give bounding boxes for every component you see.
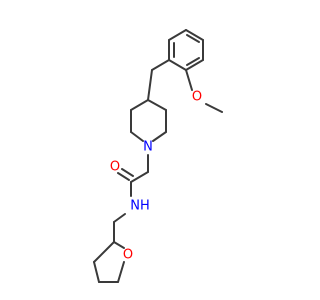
double-bond	[117, 172, 130, 181]
amide-nitrogen-label: NH	[130, 199, 150, 214]
bond	[185, 69, 193, 91]
bond	[168, 59, 187, 71]
bond	[93, 261, 100, 283]
bond-lines	[93, 29, 223, 283]
double-bond-inner	[186, 57, 200, 66]
bond	[113, 241, 125, 249]
bond	[168, 29, 187, 41]
bond	[152, 131, 167, 142]
bond	[130, 99, 149, 111]
piperidine-nitrogen-label: N	[143, 140, 153, 155]
double-bond-inner	[186, 34, 200, 43]
bond	[147, 69, 153, 101]
bond	[93, 241, 115, 263]
bond	[185, 29, 204, 41]
atom-labels: O N O NH O	[110, 90, 202, 263]
bond	[117, 261, 125, 283]
bond	[205, 103, 223, 113]
bond	[130, 171, 149, 183]
bond	[147, 99, 167, 111]
bond	[113, 213, 126, 223]
bond	[185, 59, 204, 71]
bond	[151, 59, 170, 71]
methoxy-oxygen-label: O	[192, 90, 202, 105]
double-bond	[121, 168, 134, 177]
carbonyl-oxygen-label: O	[110, 160, 120, 175]
molecule-structure: O N O NH O	[93, 29, 223, 283]
bond	[130, 131, 144, 142]
oxolane-oxygen-label: O	[123, 248, 133, 263]
